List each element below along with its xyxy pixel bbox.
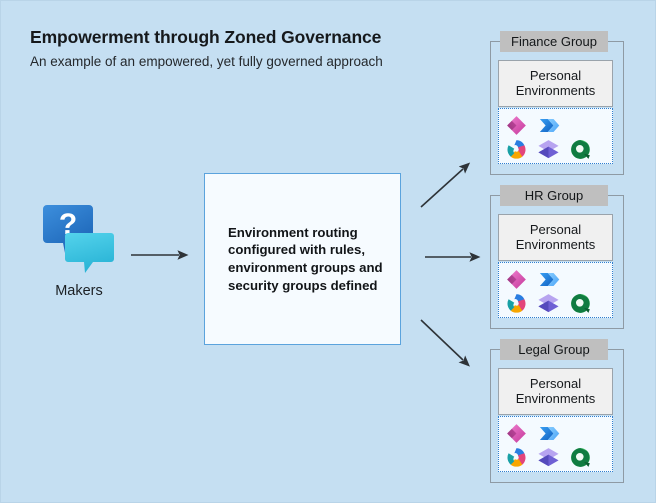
environment-routing-text: Environment routing configured with rule…: [228, 224, 383, 293]
group-container-finance[interactable]: Finance Group Personal Environments: [490, 31, 624, 175]
makers-node[interactable]: ? Makers: [29, 197, 129, 300]
dataverse-icon[interactable]: [537, 138, 560, 161]
environment-routing-box[interactable]: Environment routing configured with rule…: [204, 173, 401, 345]
dataverse-icon[interactable]: [537, 292, 560, 315]
arrow-center-to-hr-group: [425, 252, 481, 262]
apps-row-top: [505, 267, 607, 291]
copilot-icon[interactable]: [505, 292, 528, 315]
page-title: Empowerment through Zoned Governance: [30, 27, 382, 47]
group-label-hr: HR Group: [500, 185, 608, 206]
arrow-center-to-legal-group: [420, 319, 470, 367]
group-container-hr[interactable]: HR Group Personal Environments: [490, 185, 624, 329]
power-apps-icon[interactable]: [505, 422, 528, 445]
page-subtitle: An example of an empowered, yet fully go…: [30, 53, 383, 69]
apps-tray-hr: [498, 262, 613, 318]
power-apps-icon[interactable]: [505, 114, 528, 137]
copilot-icon[interactable]: [505, 446, 528, 469]
power-pages-icon[interactable]: [569, 446, 592, 469]
power-automate-icon[interactable]: [537, 422, 560, 445]
group-label-legal: Legal Group: [500, 339, 608, 360]
copilot-icon[interactable]: [505, 138, 528, 161]
personal-environments-card-finance[interactable]: Personal Environments: [498, 60, 613, 107]
diagram-header: Empowerment through Zoned Governance An …: [30, 27, 480, 71]
group-container-legal[interactable]: Legal Group Personal Environments: [490, 339, 624, 483]
personal-environments-label: Personal Environments: [515, 67, 596, 98]
apps-tray-finance: [498, 108, 613, 164]
power-apps-icon[interactable]: [505, 268, 528, 291]
personal-environments-card-legal[interactable]: Personal Environments: [498, 368, 613, 415]
power-automate-icon[interactable]: [537, 114, 560, 137]
apps-row-bottom: [505, 137, 607, 161]
group-label-finance: Finance Group: [500, 31, 608, 52]
apps-row-top: [505, 421, 607, 445]
personal-environments-label: Personal Environments: [515, 375, 596, 406]
svg-text:?: ?: [59, 208, 77, 241]
arrow-makers-to-center: [131, 250, 189, 260]
apps-tray-legal: [498, 416, 613, 472]
two-speech-bubbles-question-icon: ?: [37, 197, 121, 277]
personal-environments-label: Personal Environments: [515, 221, 596, 252]
power-pages-icon[interactable]: [569, 138, 592, 161]
dataverse-icon[interactable]: [537, 446, 560, 469]
personal-environments-card-hr[interactable]: Personal Environments: [498, 214, 613, 261]
power-pages-icon[interactable]: [569, 292, 592, 315]
arrow-center-to-finance-group: [420, 162, 471, 208]
power-automate-icon[interactable]: [537, 268, 560, 291]
apps-row-bottom: [505, 445, 607, 469]
apps-row-top: [505, 113, 607, 137]
apps-row-bottom: [505, 291, 607, 315]
makers-label: Makers: [55, 283, 103, 299]
